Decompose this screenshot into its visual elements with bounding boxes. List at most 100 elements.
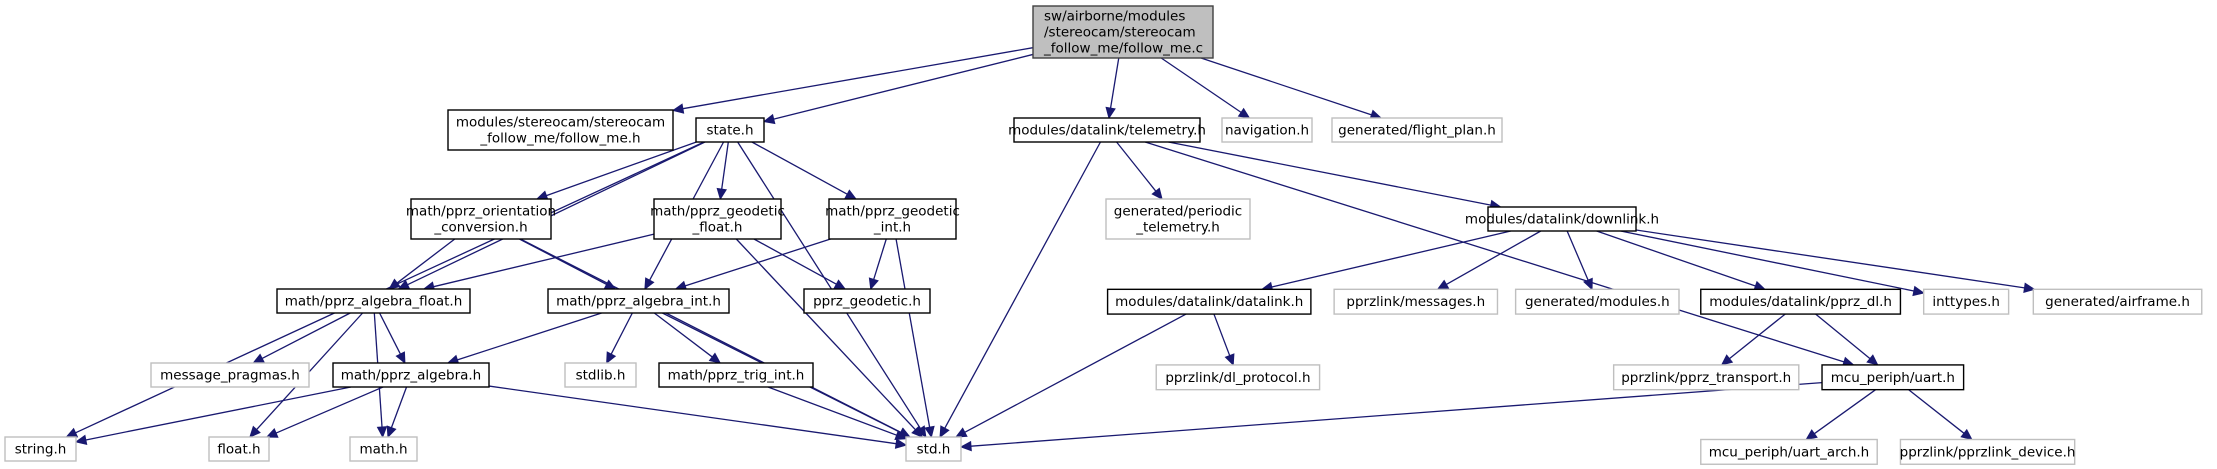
- edge-line: [1144, 141, 1845, 363]
- node-label: _follow_me/follow_me.c: [1043, 41, 1203, 57]
- node-label: mcu_periph/uart_arch.h: [1709, 444, 1870, 460]
- edge-line: [546, 141, 697, 197]
- node-stdlib-h: stdlib.h: [564, 362, 637, 388]
- edge-datalink-h-to-std-h: [954, 313, 1187, 438]
- node-label: _telemetry.h: [1135, 220, 1220, 236]
- node-root[interactable]: sw/airborne/modules/stereocam/stereocam_…: [1032, 5, 1214, 59]
- node-box: [276, 288, 471, 314]
- node-algebra-int-h[interactable]: math/pprz_algebra_int.h: [547, 288, 730, 314]
- node-pprzlink-device-h: pprzlink/pprzlink_device.h: [1899, 438, 2076, 465]
- arrowhead: [1805, 429, 1818, 441]
- node-label: inttypes.h: [1932, 294, 2000, 310]
- node-label: state.h: [706, 123, 753, 139]
- node-inttypes-h: inttypes.h: [1922, 288, 2010, 315]
- edge-algebra-int-h-to-algebra-h: [446, 312, 602, 365]
- arrowhead: [1105, 106, 1116, 120]
- edge-line: [610, 312, 633, 355]
- edge-line: [1566, 230, 1589, 281]
- node-box: [1899, 438, 2076, 465]
- node-label: math/pprz_orientation: [406, 204, 556, 220]
- node-downlink-h[interactable]: modules/datalink/downlink.h: [1465, 206, 1659, 232]
- node-datalink-h[interactable]: modules/datalink/datalink.h: [1106, 288, 1312, 315]
- node-pprz-geodetic-h[interactable]: pprz_geodetic.h: [803, 288, 931, 314]
- node-label: navigation.h: [1225, 123, 1309, 139]
- edge-telemetry-h-to-periodic-telemetry-h: [1116, 141, 1163, 200]
- arrowhead: [762, 113, 776, 125]
- edge-algebra-h-to-std-h: [488, 385, 908, 449]
- edge-line: [767, 386, 897, 436]
- node-orientation-conversion-h[interactable]: math/pprz_orientation_conversion.h: [406, 198, 556, 240]
- node-label: generated/airframe.h: [2045, 294, 2190, 310]
- node-geodetic-int-h[interactable]: math/pprz_geodetic_int.h: [825, 198, 960, 240]
- node-label: pprz_geodetic.h: [813, 294, 921, 310]
- edge-line: [407, 141, 706, 286]
- node-box: [1331, 117, 1503, 143]
- node-label: pprzlink/dl_protocol.h: [1165, 370, 1310, 386]
- node-label: _follow_me/follow_me.h: [479, 131, 640, 147]
- arrowhead: [939, 425, 950, 439]
- arrowhead: [397, 279, 411, 290]
- edge-line: [1815, 313, 1871, 360]
- edge-root-to-navigation-h: [1160, 57, 1251, 119]
- edge-algebra-float-h-to-message-pragmas-h: [252, 312, 351, 364]
- node-box: [1106, 288, 1312, 315]
- node-flight-plan-h: generated/flight_plan.h: [1331, 117, 1503, 143]
- edge-root-to-flight-plan-h: [1200, 57, 1383, 120]
- arrowhead: [716, 187, 727, 201]
- node-label: generated/modules.h: [1525, 294, 1670, 310]
- arrowhead: [844, 189, 858, 200]
- node-box: [1032, 5, 1214, 59]
- arrowhead: [833, 279, 847, 290]
- arrowhead: [388, 278, 401, 290]
- edge-line: [1729, 313, 1786, 360]
- node-box: [1013, 117, 1201, 143]
- arrowhead: [1151, 187, 1163, 200]
- node-label: pprzlink/messages.h: [1346, 294, 1485, 310]
- edge-pprz-dl-h-to-pprz-transport-h: [1720, 313, 1786, 366]
- edge-trig-int-h-to-std-h: [767, 386, 908, 440]
- arrowhead: [868, 277, 879, 291]
- node-periodic-telemetry-h: generated/periodic_telemetry.h: [1105, 198, 1251, 240]
- node-navigation-h: navigation.h: [1221, 117, 1313, 143]
- arrowhead: [671, 103, 685, 114]
- node-state-h[interactable]: state.h: [695, 117, 765, 143]
- node-algebra-float-h[interactable]: math/pprz_algebra_float.h: [276, 288, 471, 314]
- node-label: math/pprz_algebra_int.h: [556, 294, 721, 310]
- node-pprz-transport-h: pprzlink/pprz_transport.h: [1612, 364, 1800, 391]
- node-label: modules/datalink/pprz_dl.h: [1709, 294, 1892, 310]
- node-telemetry-h[interactable]: modules/datalink/telemetry.h: [1008, 117, 1206, 143]
- edge-line: [964, 313, 1187, 433]
- node-messages-h: pprzlink/messages.h: [1333, 288, 1499, 315]
- node-follow-me-h[interactable]: modules/stereocam/stereocam_follow_me/fo…: [447, 109, 674, 151]
- arrowhead: [1960, 428, 1973, 441]
- edge-downlink-h-to-datalink-h: [1260, 230, 1511, 293]
- edge-root-to-telemetry-h: [1105, 57, 1120, 120]
- edge-downlink-h-to-inttypes-h: [1620, 230, 1925, 297]
- node-label: math/pprz_trig_int.h: [668, 368, 805, 384]
- node-geodetic-float-h[interactable]: math/pprz_geodetic_float.h: [650, 198, 785, 240]
- arrowhead: [644, 277, 655, 291]
- node-box: [2032, 288, 2203, 315]
- edge-geodetic-int-h-to-std-h: [895, 238, 935, 439]
- arrowhead: [1224, 353, 1235, 367]
- node-algebra-h[interactable]: math/pprz_algebra.h: [332, 362, 490, 388]
- arrowhead: [65, 427, 79, 438]
- edge-downlink-h-to-modules-h: [1566, 230, 1593, 291]
- node-box: [658, 362, 814, 388]
- edge-line: [653, 312, 713, 358]
- node-trig-int-h[interactable]: math/pprz_trig_int.h: [658, 362, 814, 388]
- node-label: mcu_periph/uart.h: [1831, 370, 1955, 386]
- edge-line: [433, 233, 655, 288]
- edge-line: [1908, 389, 1965, 434]
- edge-state-h-to-geodetic-float-h: [716, 141, 729, 201]
- edge-algebra-h-to-string-h: [74, 386, 352, 446]
- edge-geodetic-float-h-to-std-h: [735, 238, 924, 438]
- edge-uart-h-to-uart-arch-h: [1805, 389, 1876, 441]
- node-pprz-dl-h[interactable]: modules/datalink/pprz_dl.h: [1700, 288, 1902, 315]
- node-uart-h[interactable]: mcu_periph/uart.h: [1821, 364, 1965, 391]
- node-box: [653, 198, 782, 240]
- node-float-h: float.h: [208, 436, 270, 462]
- edge-pprz-dl-h-to-uart-h: [1815, 313, 1879, 366]
- edge-line: [1813, 389, 1876, 435]
- arrowhead: [606, 351, 617, 365]
